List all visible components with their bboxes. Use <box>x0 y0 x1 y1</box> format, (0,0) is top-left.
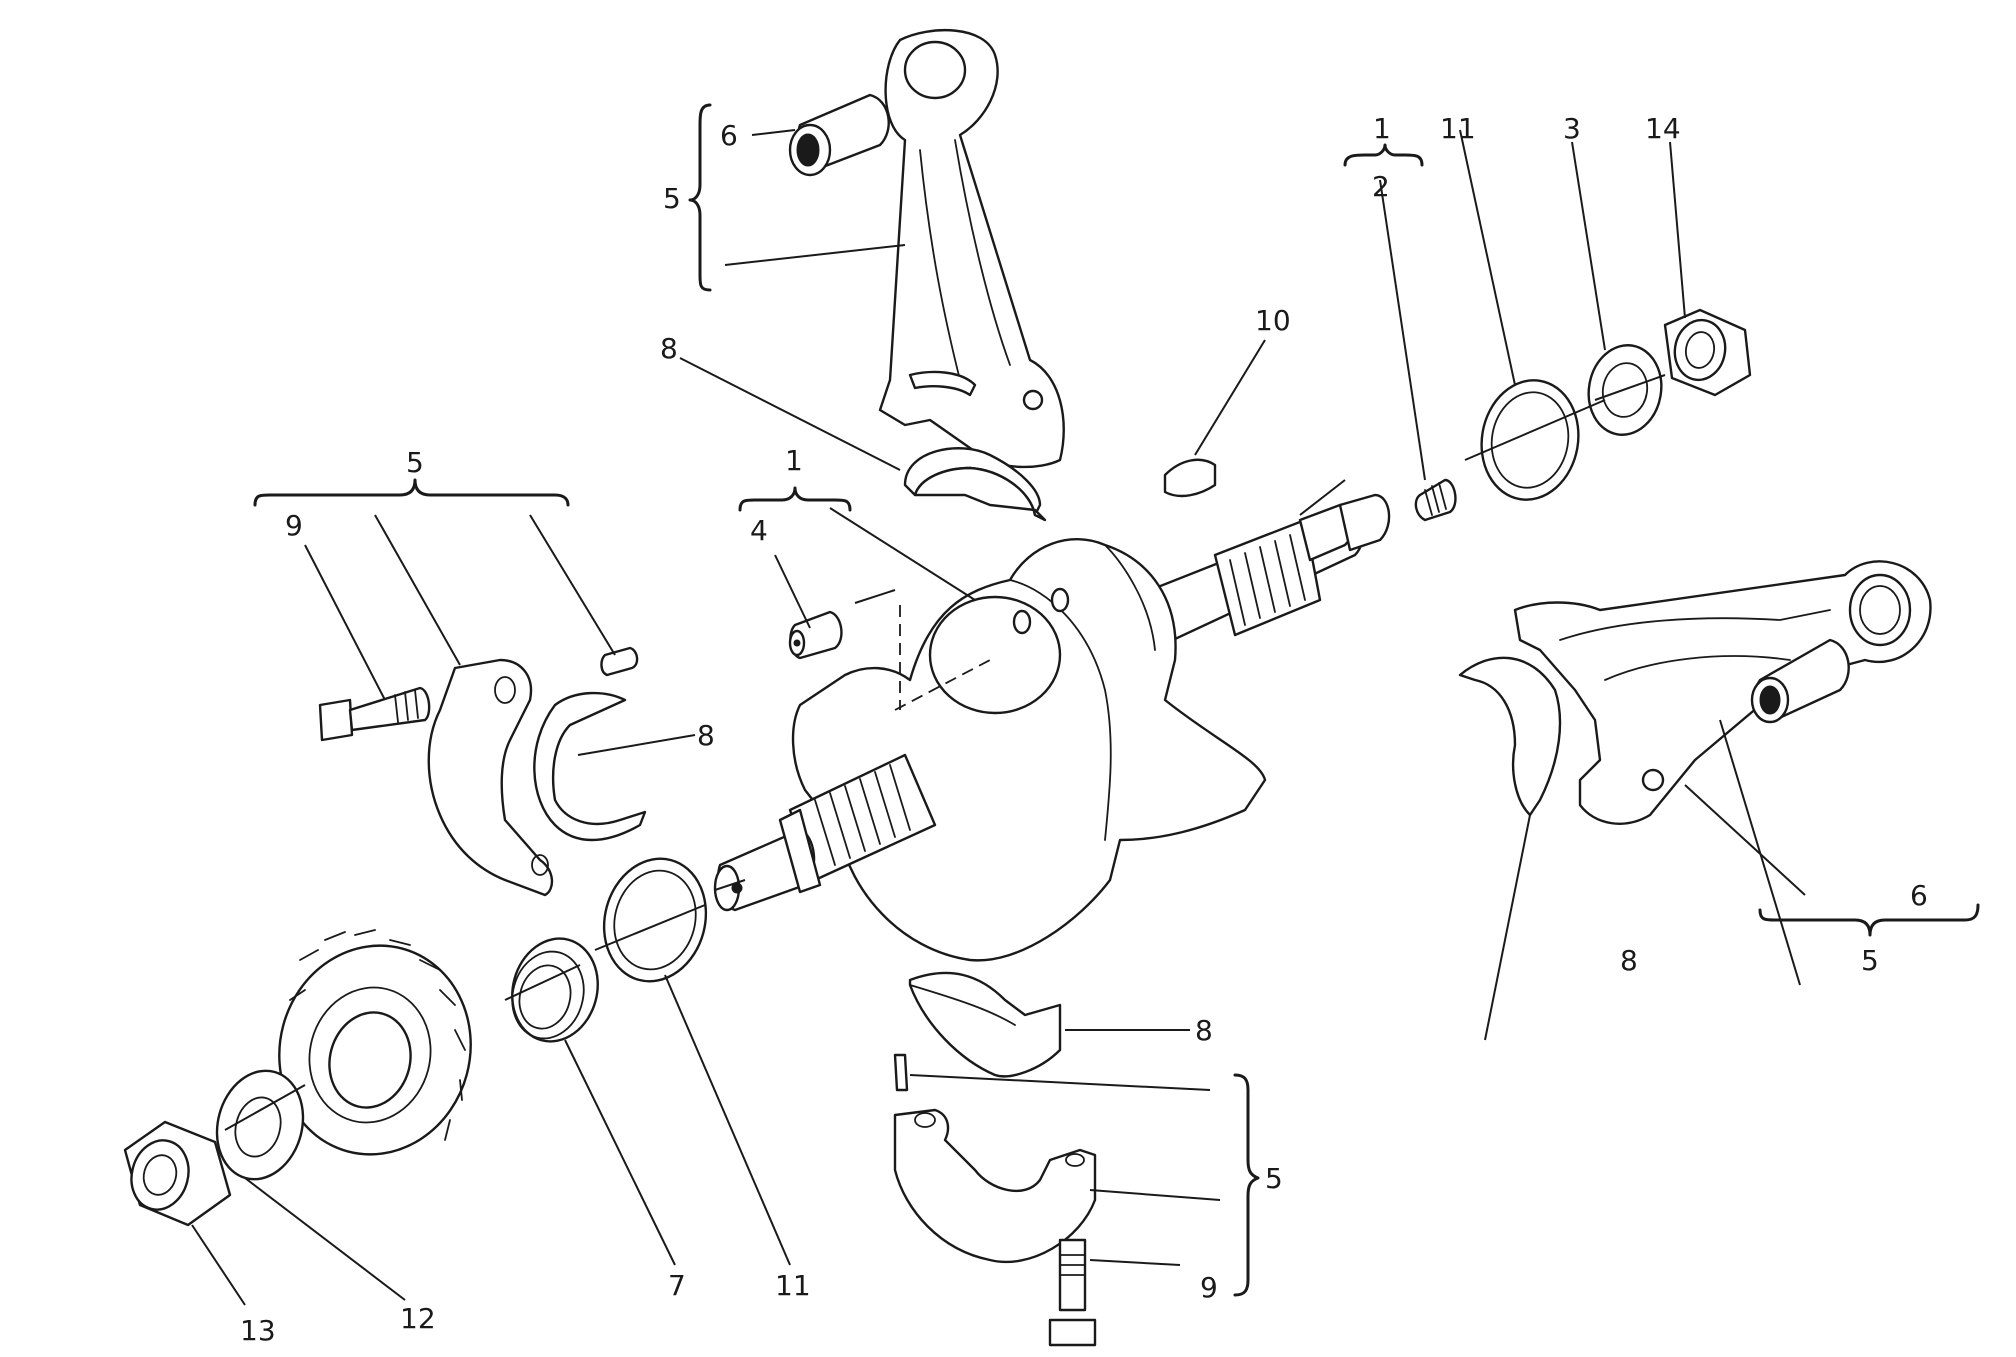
crank-nut <box>123 1120 232 1227</box>
brace-left-cap <box>253 478 570 507</box>
callout-1-right: 1 <box>1373 112 1391 145</box>
small-end-bushing-top <box>788 93 890 177</box>
brace-lower-cap <box>1233 1073 1260 1297</box>
nut-right <box>1663 308 1752 397</box>
connecting-rod-top <box>878 29 1065 469</box>
callout-1-crank: 1 <box>785 444 803 477</box>
callout-7: 7 <box>668 1269 686 1302</box>
plug-left <box>788 610 843 660</box>
callout-8-top: 8 <box>660 332 678 365</box>
callout-9-lower: 9 <box>1200 1271 1218 1304</box>
callout-labels: 5 6 8 10 1 2 11 3 14 5 9 8 1 4 8 6 5 7 1… <box>240 112 1928 1347</box>
connecting-rod-right <box>1513 560 1932 825</box>
callout-3: 3 <box>1563 112 1581 145</box>
callout-6-top: 6 <box>720 119 738 152</box>
callout-11-front: 11 <box>775 1269 811 1302</box>
dowel-pin-lower <box>893 1053 909 1092</box>
rod-cap-left <box>427 658 554 897</box>
rod-bearing-top <box>903 447 1047 522</box>
shim-right <box>1480 379 1580 501</box>
callout-5-left: 5 <box>406 446 424 479</box>
woodruff-key <box>1163 458 1217 498</box>
brace-right-1 <box>1343 143 1424 167</box>
shim-front <box>602 857 708 983</box>
brace-top-rod <box>688 103 712 292</box>
oil-seal <box>511 937 599 1043</box>
timing-gear <box>278 929 472 1156</box>
callout-14: 14 <box>1645 112 1681 145</box>
rod-cap-lower <box>893 1108 1097 1264</box>
small-end-bushing-right <box>1750 638 1850 724</box>
cap-bolt-left <box>318 686 431 742</box>
callout-11-right: 11 <box>1440 112 1476 145</box>
callout-13: 13 <box>240 1314 276 1347</box>
callout-12: 12 <box>400 1302 436 1335</box>
callout-6-right: 6 <box>1910 879 1928 912</box>
rod-bearing-left <box>533 691 647 842</box>
callout-9-left: 9 <box>285 509 303 542</box>
callout-8-right: 8 <box>1620 944 1638 977</box>
brace-right-rod <box>1758 903 1980 937</box>
crankshaft <box>713 493 1391 962</box>
callout-5-lower: 5 <box>1265 1162 1283 1195</box>
callout-2: 2 <box>1372 170 1390 203</box>
grub-plug-right <box>1414 478 1457 522</box>
callout-4: 4 <box>750 514 768 547</box>
callout-10: 10 <box>1255 304 1291 337</box>
brace-crank <box>738 486 852 512</box>
dowel-pin-left <box>600 646 639 677</box>
callout-5-right: 5 <box>1861 944 1879 977</box>
callout-8-left: 8 <box>697 719 715 752</box>
cap-bolt-lower <box>1048 1238 1097 1347</box>
rod-bearing-right <box>1458 656 1562 817</box>
callout-5-top: 5 <box>663 182 681 215</box>
rod-bearing-lower <box>908 971 1062 1078</box>
leader-lines <box>191 129 1806 1306</box>
callout-8-lower: 8 <box>1195 1014 1213 1047</box>
